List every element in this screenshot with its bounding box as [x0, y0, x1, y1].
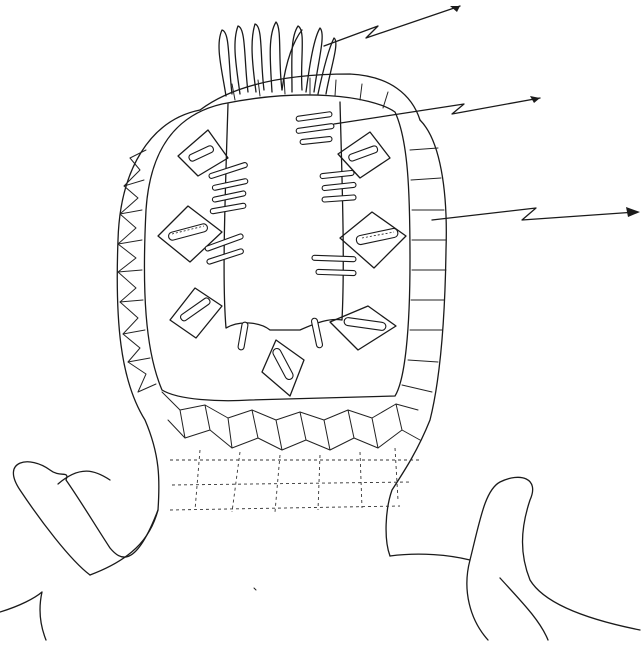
- diamond-cell: [262, 340, 304, 396]
- pointer-arrow-bottom: [432, 207, 640, 220]
- lower-tissue-mesh: [162, 392, 420, 512]
- diamond-cell: [330, 306, 396, 350]
- cilia-tuft: [219, 22, 336, 96]
- diamond-cell: [170, 288, 222, 338]
- diamond-cell: [178, 130, 228, 176]
- epithelium-layer: [118, 78, 446, 401]
- diamond-cells: [158, 130, 406, 396]
- diamond-cell: [158, 206, 222, 262]
- lower-appendages: [0, 462, 640, 640]
- pointer-arrows: [324, 6, 640, 220]
- inner-chamber: [224, 102, 343, 330]
- pointer-arrow-top: [324, 6, 460, 46]
